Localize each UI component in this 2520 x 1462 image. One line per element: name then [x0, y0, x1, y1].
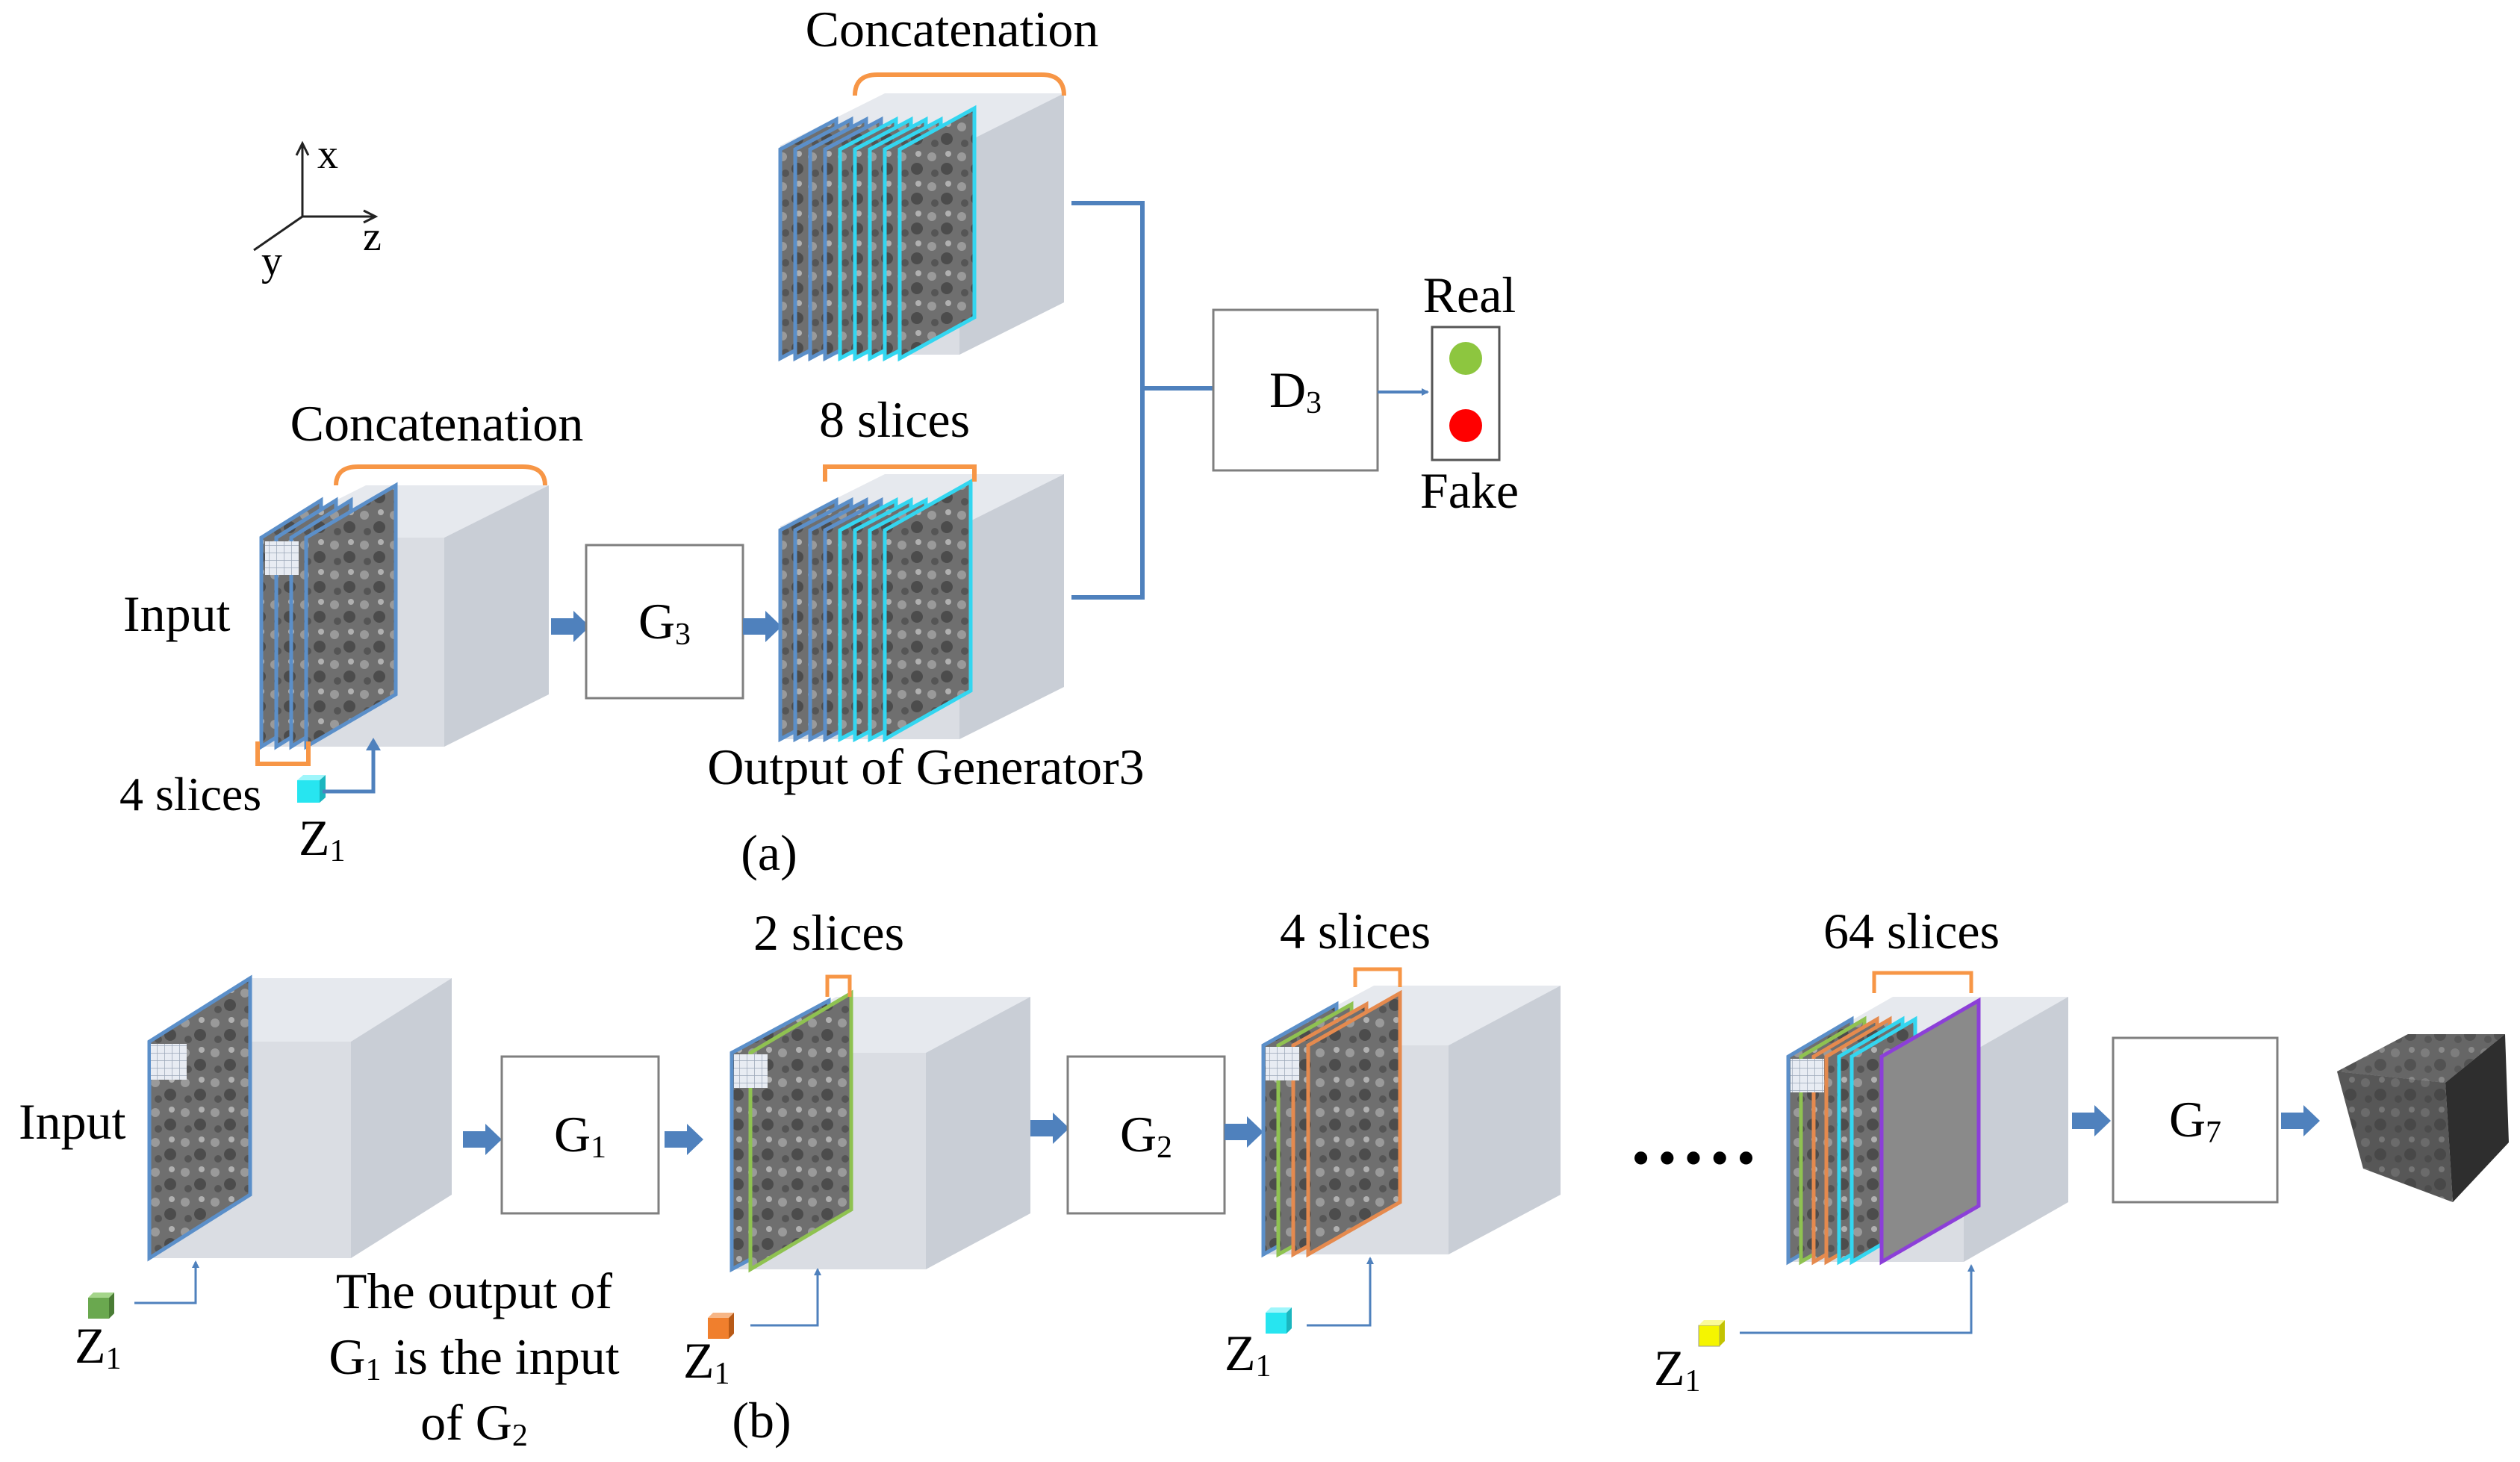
reconstructed-volume-cube: [2337, 1034, 2509, 1202]
output-g3-label: Output of Generator3: [707, 738, 1144, 795]
patch-grid-icon: [1791, 1059, 1824, 1092]
arrow-g7-to-volume: [2281, 1105, 2320, 1136]
noise-b1-arrow: [134, 1260, 199, 1304]
axis-z-label: z: [363, 214, 382, 260]
concat-top-label: Concatenation: [806, 1, 1099, 57]
arrow-input-to-g3: [551, 611, 590, 642]
noise-b4-label: Z1: [1654, 1340, 1701, 1399]
input-b-label: Input: [19, 1093, 126, 1150]
generator-g7-box: [2112, 1036, 2279, 1204]
panel-b: Input Z1 G1 2 slices: [19, 903, 2509, 1453]
patch-grid-icon: [151, 1044, 187, 1080]
four-slices-bracket: [1353, 967, 1402, 987]
noise-b2-label: Z1: [683, 1332, 730, 1391]
noise-cube-icon: [297, 775, 326, 803]
axis-y-label: y: [261, 238, 282, 284]
noise-b4-cube-icon: [1698, 1320, 1725, 1347]
concat-top-bracket: [853, 72, 1066, 96]
merge-lines-to-d3: [1071, 201, 1213, 600]
caption-b: (b): [732, 1392, 791, 1449]
arrow-input-to-g1: [463, 1124, 502, 1155]
sixtyfour-slice-cube: [1786, 997, 2068, 1266]
noise-b3-arrow: [1307, 1257, 1374, 1327]
axis-triad: x z y: [253, 131, 382, 284]
input-volume-cube: [259, 482, 549, 750]
arrow-g1-to-output: [665, 1124, 703, 1155]
noise-b3-cube-icon: [1266, 1307, 1292, 1334]
discriminator-d3-label: D3: [1269, 361, 1322, 420]
arrow-g2-to-output: [1225, 1116, 1263, 1148]
generator-g1-label: G1: [554, 1106, 606, 1165]
fake-label: Fake: [1420, 462, 1519, 519]
panel-a: Concatenation Concatenation Input 4 slic…: [119, 1, 1519, 881]
slice-purple: [1879, 997, 1981, 1266]
generator-g3-label: G3: [638, 593, 691, 652]
generator-g2-label: G2: [1120, 1106, 1172, 1165]
input-a-label: Input: [123, 585, 231, 642]
output-slices-label: 8 slices: [819, 391, 970, 448]
four-slice-cube: [1261, 986, 1561, 1258]
arrow-to-g7: [2072, 1105, 2111, 1136]
input-b-cube: [147, 974, 452, 1262]
noise-b2-arrow: [750, 1268, 821, 1327]
generator-g1-box: [500, 1055, 660, 1215]
patch-grid-icon: [1266, 1047, 1299, 1080]
concat-left-label: Concatenation: [290, 395, 584, 452]
generator-g3-box: [585, 544, 744, 700]
slice-orange: [1306, 989, 1402, 1258]
note-line-1: The output of: [336, 1263, 613, 1319]
axis-x-label: x: [317, 131, 338, 178]
sixtyfour-slices-label: 64 slices: [1823, 903, 2000, 959]
output-volume-cube: [778, 474, 1064, 743]
real-volume-cube: [778, 93, 1064, 362]
concat-left-bracket: [334, 464, 547, 486]
two-slices-label: 2 slices: [753, 904, 904, 961]
fake-indicator-dot: [1449, 409, 1482, 442]
note-line-2: G1 is the input: [329, 1328, 619, 1387]
output-slices-bracket: [823, 464, 977, 482]
generator-g7-label: G7: [2169, 1091, 2221, 1150]
two-slices-bracket: [825, 974, 852, 997]
sixtyfour-slices-bracket: [1872, 971, 1973, 993]
generator-g2-box: [1066, 1055, 1226, 1215]
real-indicator-dot: [1449, 342, 1482, 375]
caption-a: (a): [741, 824, 797, 881]
arrow-to-g2: [1030, 1113, 1069, 1144]
two-slice-cube: [729, 989, 1030, 1273]
input-slices-bracket: [255, 741, 311, 766]
arrow-g3-to-output: [743, 611, 782, 642]
four-slices-label: 4 slices: [1280, 903, 1431, 959]
noise-b1-label: Z1: [75, 1317, 122, 1376]
noise-b1-cube-icon: [88, 1293, 114, 1319]
input-slices-label: 4 slices: [119, 768, 261, 821]
note-line-3: of G2: [420, 1394, 528, 1453]
noise-to-input-arrow: [323, 743, 376, 794]
noise-b3-label: Z1: [1225, 1325, 1272, 1384]
patch-grid-icon: [734, 1054, 768, 1088]
output-slice-stack: [778, 478, 973, 743]
ellipsis-dots: •••••: [1631, 1128, 1763, 1188]
noise-a-label: Z1: [299, 809, 346, 868]
input-slice-stack: [259, 482, 398, 750]
real-label: Real: [1423, 267, 1516, 323]
noise-b2-cube-icon: [708, 1313, 734, 1339]
noise-b4-arrow: [1740, 1264, 1975, 1334]
discriminator-d3-box: [1212, 308, 1379, 472]
real-slice-stack: [778, 105, 977, 362]
slice-green: [748, 989, 853, 1273]
patch-grid-icon: [265, 541, 299, 575]
